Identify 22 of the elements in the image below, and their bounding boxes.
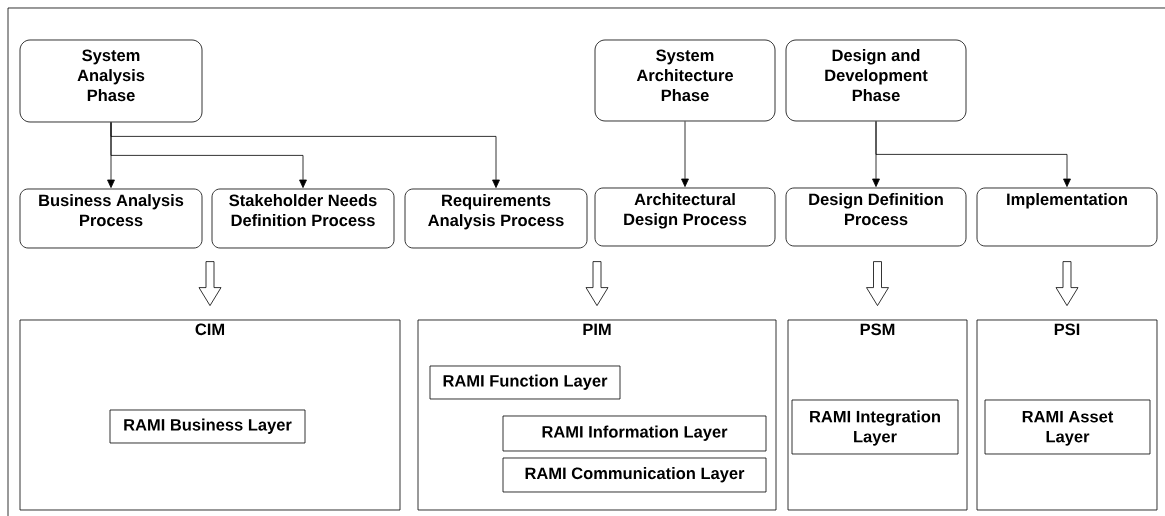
process-box: Architectural Design Process — [594, 187, 776, 247]
process-box: Implementation — [976, 187, 1158, 247]
layer-box: RAMI Integration Layer — [791, 399, 959, 455]
block-arrow — [1055, 261, 1079, 306]
arrow — [681, 121, 689, 187]
process-box: Requirements Analysis Process — [404, 188, 588, 249]
arrow — [875, 121, 1071, 187]
block-arrow — [585, 261, 609, 306]
block-arrow — [198, 261, 222, 306]
process-box: Business Analysis Process — [19, 188, 203, 249]
phase-box: System Architecture Phase — [594, 39, 776, 122]
process-box: Design Definition Process — [785, 187, 967, 247]
phase-box: Design and Development Phase — [785, 39, 967, 122]
layer-box: RAMI Information Layer — [502, 415, 767, 452]
phase-box: System Analysis Phase — [19, 39, 203, 123]
arrow — [110, 122, 500, 188]
layer-box: RAMI Function Layer — [429, 365, 621, 400]
layer-box: RAMI Asset Layer — [984, 399, 1151, 455]
layer-box: RAMI Communication Layer — [502, 457, 767, 493]
block-arrow — [866, 261, 889, 306]
process-box: Stakeholder Needs Definition Process — [211, 188, 395, 249]
layer-box: RAMI Business Layer — [109, 409, 306, 444]
